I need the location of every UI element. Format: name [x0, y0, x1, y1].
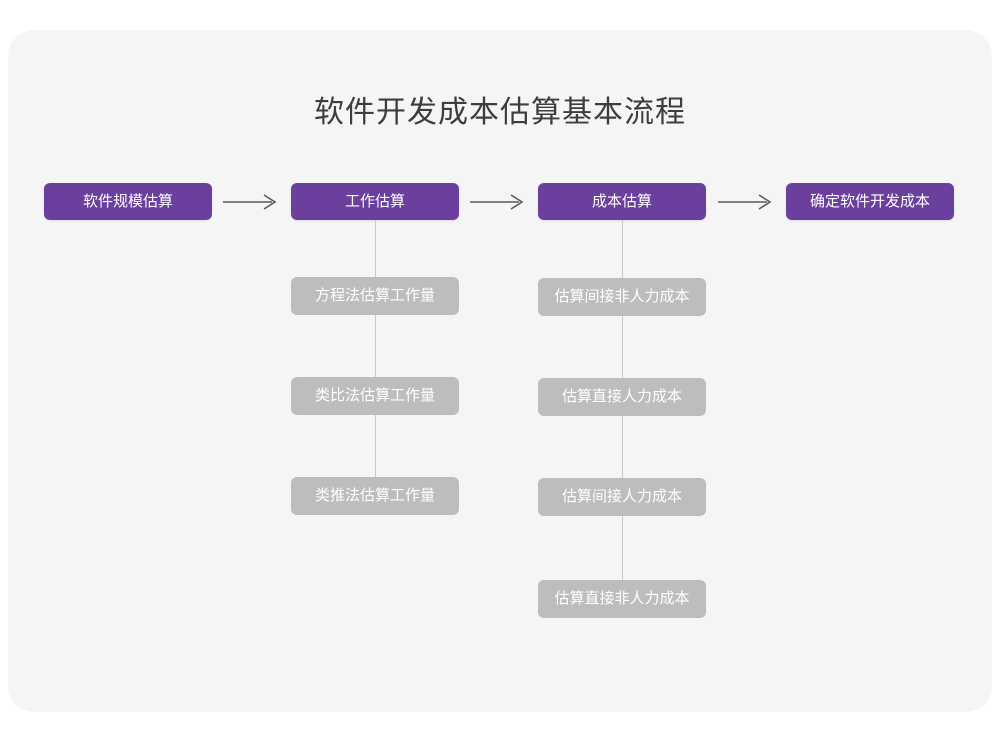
substep-box-direct-nonlabor-cost[interactable]: 估算直接非人力成本	[538, 580, 706, 618]
substep-box-equation-method[interactable]: 方程法估算工作量	[291, 277, 459, 315]
substep-box-inference-method[interactable]: 类推法估算工作量	[291, 477, 459, 515]
stage-box-cost-estimation[interactable]: 成本估算	[538, 183, 706, 220]
substep-box-direct-labor-cost[interactable]: 估算直接人力成本	[538, 378, 706, 416]
diagram-card	[8, 30, 992, 712]
substep-box-analogy-method[interactable]: 类比法估算工作量	[291, 377, 459, 415]
arrow-right-icon	[222, 192, 282, 212]
arrow-right-icon	[717, 192, 777, 212]
stage-box-determine-development-cost[interactable]: 确定软件开发成本	[786, 183, 954, 220]
substep-box-indirect-nonlabor-cost[interactable]: 估算间接非人力成本	[538, 278, 706, 316]
substep-box-indirect-labor-cost[interactable]: 估算间接人力成本	[538, 478, 706, 516]
connector-line-effort	[375, 220, 376, 497]
stage-box-software-scale-estimation[interactable]: 软件规模估算	[44, 183, 212, 220]
stage-box-effort-estimation[interactable]: 工作估算	[291, 183, 459, 220]
page-title: 软件开发成本估算基本流程	[314, 96, 686, 129]
arrow-right-icon	[469, 192, 529, 212]
